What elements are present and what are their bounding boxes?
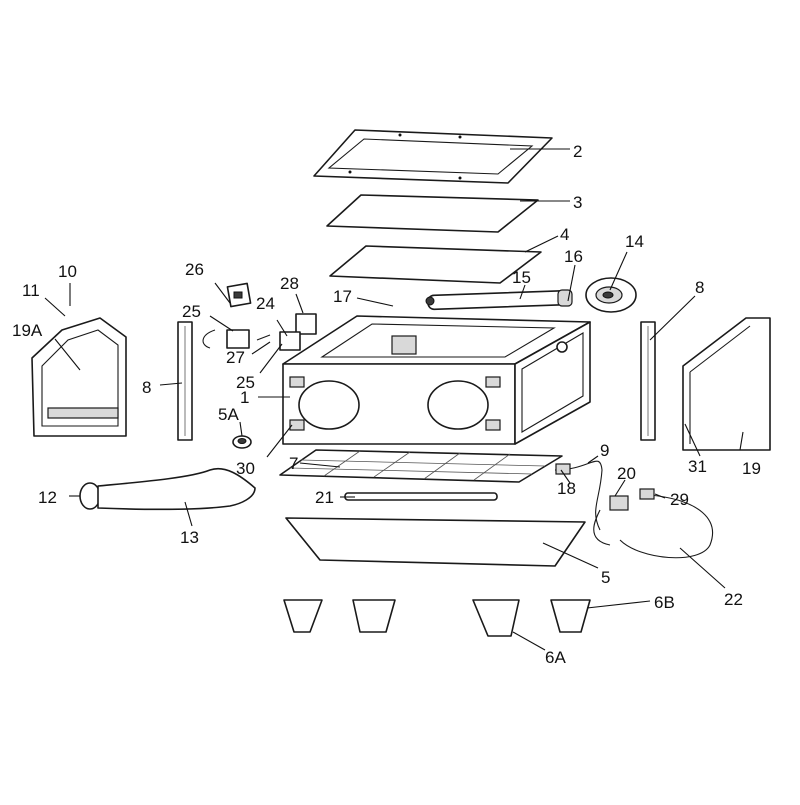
callout-4: 4	[560, 225, 569, 244]
callout-2: 2	[573, 142, 582, 161]
callout-19: 19	[742, 459, 761, 478]
part-tray	[285, 517, 586, 567]
part-right-side-panel	[682, 317, 771, 451]
callout-11: 11	[22, 281, 40, 300]
callout-13: 13	[180, 528, 199, 547]
callout-16: 16	[564, 247, 583, 266]
callout-5: 5	[601, 568, 610, 587]
callout-29: 29	[670, 490, 689, 509]
callout-22: 22	[724, 590, 743, 609]
callout-27: 27	[226, 348, 245, 367]
callout-9: 9	[600, 441, 609, 460]
callout-1: 1	[240, 388, 249, 407]
callout-14: 14	[625, 232, 644, 251]
part-feet	[283, 599, 591, 637]
callout-26: 26	[185, 260, 204, 279]
part-cabinet-body	[282, 315, 591, 445]
callout-18: 18	[557, 479, 576, 498]
callout-12: 12	[38, 488, 57, 507]
callout-10: 10	[58, 262, 77, 281]
callout-3: 3	[573, 193, 582, 212]
part-hose	[344, 492, 498, 501]
part-top-frame	[313, 129, 553, 184]
part-glove	[79, 468, 256, 511]
part-electrical-components	[202, 282, 317, 351]
callout-labels: 2 3 4 16 14 15 17 8 1 10 11 19A 8 5A 30 …	[12, 142, 761, 667]
part-round-filter	[585, 277, 637, 313]
part-left-hinge-strip	[177, 321, 193, 441]
callout-31: 31	[688, 457, 707, 476]
callout-30: 30	[236, 459, 255, 478]
part-right-hinge-strip	[640, 321, 656, 441]
leader-lines	[44, 148, 744, 651]
callout-6A: 6A	[545, 648, 566, 667]
part-blast-gun-assembly	[554, 460, 714, 559]
callout-24: 24	[256, 294, 275, 313]
callout-8-left: 8	[142, 378, 151, 397]
callout-7: 7	[289, 454, 298, 473]
callout-17: 17	[333, 287, 352, 306]
callout-25-bottom: 25	[236, 373, 255, 392]
part-small-knob	[232, 435, 252, 449]
callout-5A: 5A	[218, 405, 239, 424]
callout-15: 15	[512, 268, 531, 287]
callout-21: 21	[315, 488, 334, 507]
callout-20: 20	[617, 464, 636, 483]
callout-6B: 6B	[654, 593, 675, 612]
part-grate	[279, 449, 563, 483]
callout-19A: 19A	[12, 321, 43, 340]
part-protective-sheet	[329, 245, 542, 284]
callout-8-right: 8	[695, 278, 704, 297]
callout-28: 28	[280, 274, 299, 293]
part-light-tube	[425, 289, 573, 311]
part-glass-panel	[326, 194, 539, 233]
part-door-latches	[289, 376, 501, 431]
callout-25-top: 25	[182, 302, 201, 321]
part-left-side-panel	[31, 317, 127, 437]
